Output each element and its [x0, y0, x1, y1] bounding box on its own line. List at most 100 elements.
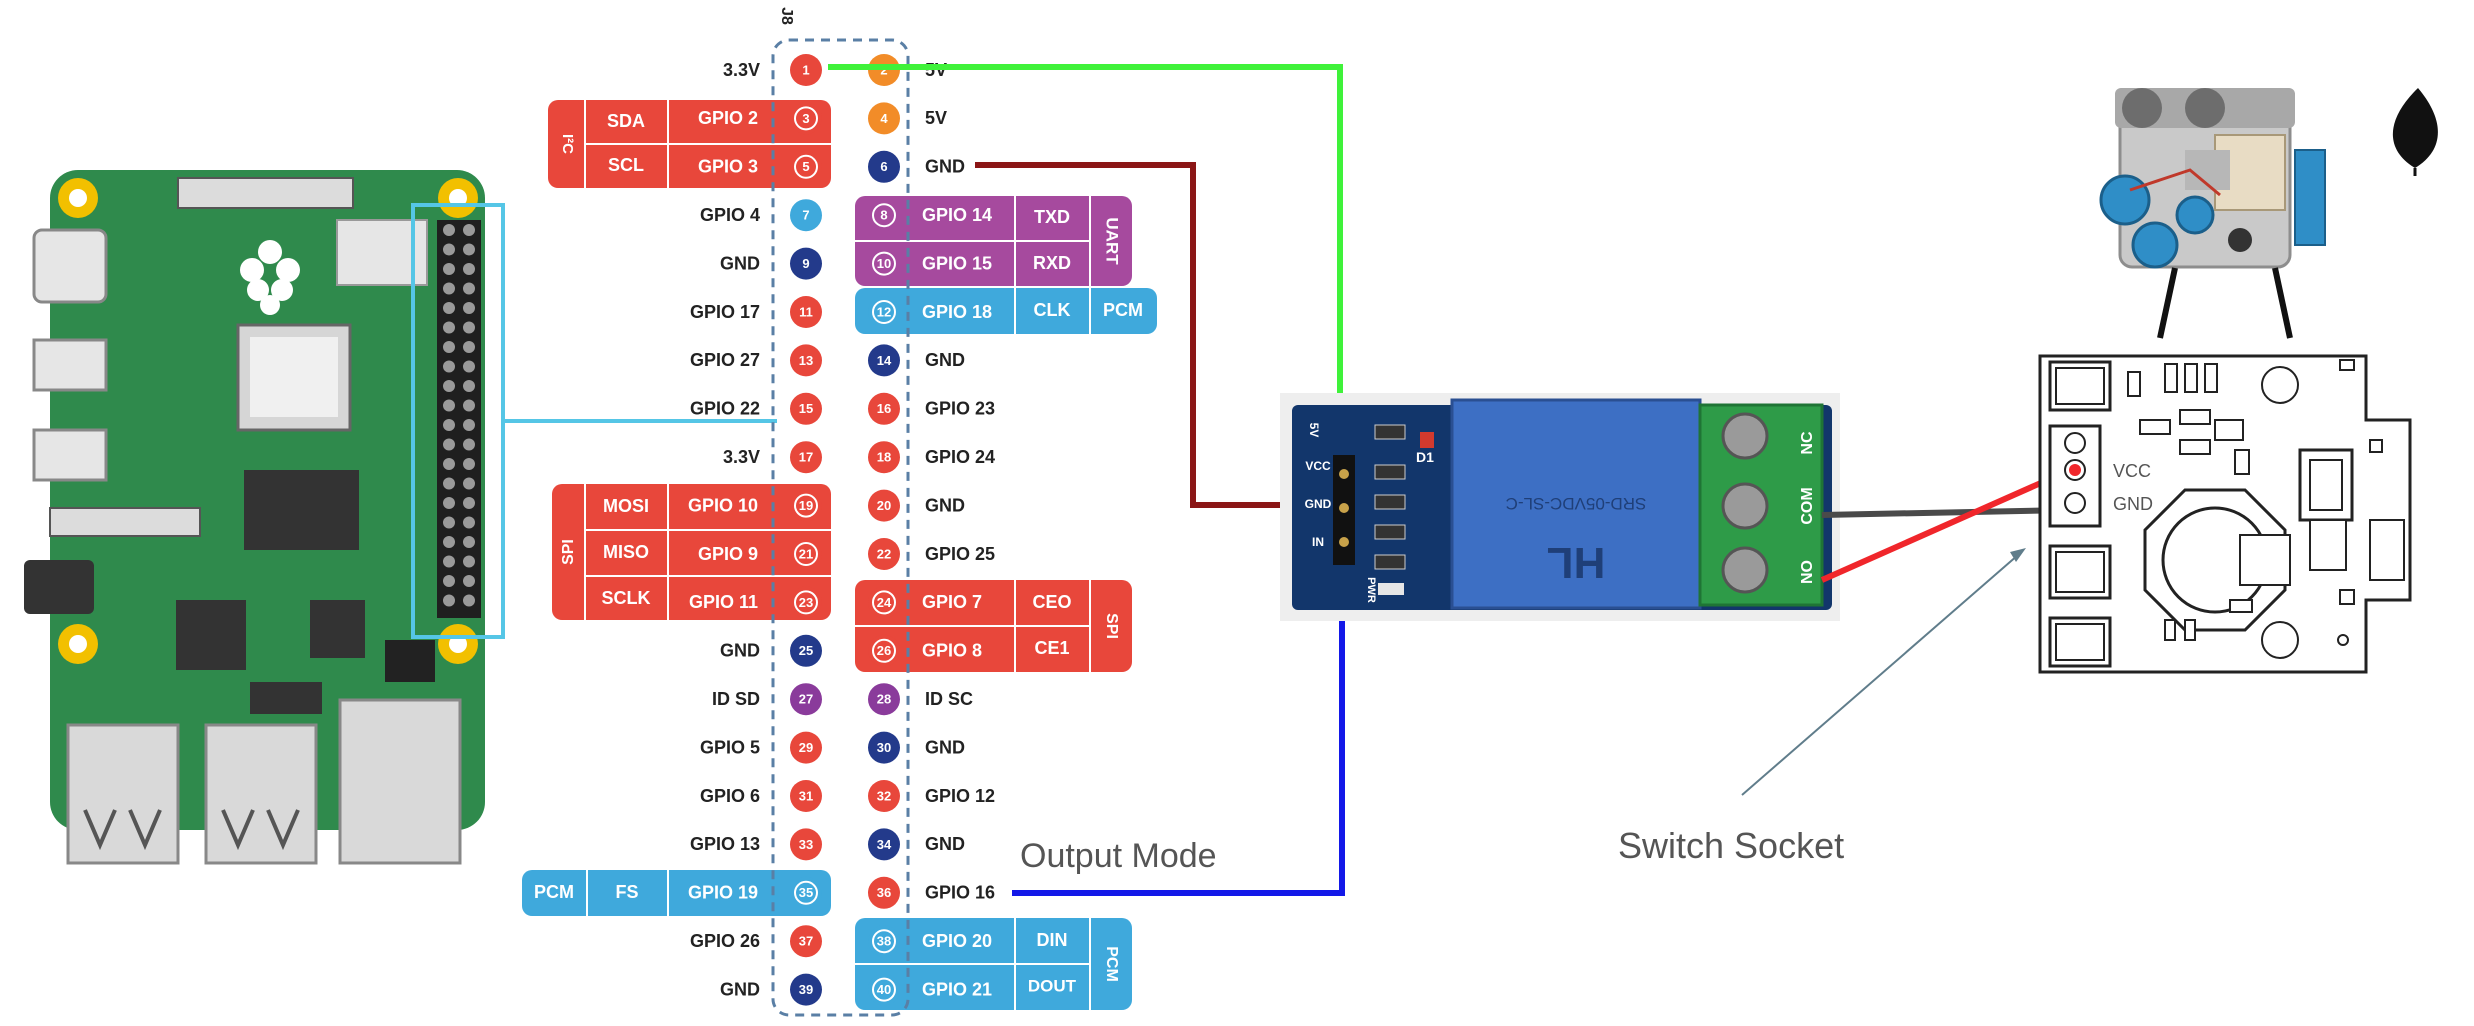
header-pin-dot [463, 497, 475, 509]
pin-number: 10 [877, 256, 891, 271]
gpio-pin-25: 25 GND [720, 634, 822, 667]
pin-label: GPIO 23 [925, 399, 995, 419]
gpio-pin-1: 13.3V [723, 54, 822, 86]
pcm-bottom-group: DIN DOUT PCM [855, 918, 1132, 1010]
gpio-pin-32: 32 GPIO 12 [868, 780, 995, 812]
pin-number: 12 [877, 304, 891, 319]
pin-number: 17 [799, 450, 813, 465]
header-pin-dot [443, 380, 455, 392]
txd-label: TXD [1034, 207, 1070, 227]
header-pin-dot [443, 263, 455, 275]
spi-right-group: CEO CE1 SPI [855, 580, 1132, 672]
pin-label: GND [925, 157, 965, 177]
header-pin-dot [463, 380, 475, 392]
ethernet-port [338, 698, 462, 865]
pin-number: 11 [799, 304, 813, 319]
pin-number: 20 [877, 498, 891, 513]
j8-header-outline [771, 38, 910, 1017]
ram-chip [244, 470, 359, 550]
pin-number: 5 [802, 159, 809, 174]
header-pin-dot [463, 419, 475, 431]
pin-number: 32 [877, 788, 891, 803]
pin-number: 22 [877, 546, 891, 561]
pin-label: GND [720, 641, 760, 661]
pin-label: GPIO 19 [688, 883, 758, 903]
pin-label: 3.3V [723, 60, 760, 80]
pin-number: 25 [799, 643, 813, 658]
ethernet-controller-chip [310, 600, 365, 658]
pin-number: 18 [877, 450, 891, 465]
pin-number: 34 [877, 837, 892, 852]
pin-label: GPIO 24 [925, 447, 995, 467]
pin-label: GPIO 11 [689, 592, 758, 612]
micro-hdmi-port [32, 428, 108, 482]
pin-number: 28 [877, 692, 891, 707]
com-wire [1821, 507, 2071, 518]
pin-label: GPIO 12 [925, 786, 995, 806]
spi-left-group: SPI MOSI MISO SCLK [552, 484, 831, 620]
pin-label: GPIO 6 [700, 786, 760, 806]
pin-label: GPIO 27 [690, 350, 760, 370]
header-pin-dot [463, 360, 475, 373]
header-pin-dot [463, 302, 475, 314]
spi-bus-label: SPI [1103, 613, 1120, 639]
pin-number: 19 [799, 498, 813, 513]
header-pin-dot [463, 263, 475, 275]
pin-number: 33 [799, 837, 813, 852]
header-pin-dot [443, 282, 455, 295]
header-pin-dot [463, 243, 475, 256]
miso-label: MISO [603, 542, 649, 562]
poe-header [385, 640, 435, 682]
header-pin-dot [443, 497, 455, 509]
pin-label: GPIO 5 [700, 737, 760, 757]
d1-label: D1 [1416, 449, 1434, 465]
header-pin-dot [443, 341, 455, 353]
header-pin-dot [443, 575, 455, 587]
raspberry-pi-board [24, 170, 777, 865]
header-pin-dot [463, 555, 475, 568]
usb-controller-chip [176, 600, 246, 670]
i2c-group: I²C SDA SCL [548, 100, 831, 188]
header-pin-dot [443, 321, 455, 334]
raspberry-logo [240, 240, 300, 315]
header-pin-dot [443, 224, 455, 236]
pwr-label: PWR [1365, 577, 1377, 603]
header-pin-dot [463, 341, 475, 353]
pin-label: GPIO 7 [922, 592, 982, 612]
audio-jack [24, 560, 94, 614]
pin-label: GPIO 13 [690, 834, 760, 854]
dout-label: DOUT [1028, 976, 1077, 995]
no-wire [1820, 467, 2072, 583]
header-pin-dot [443, 477, 455, 490]
header-pin-dot [463, 477, 475, 490]
pin-number: 37 [799, 934, 813, 949]
spi-bus-label: SPI [560, 539, 577, 565]
engine-model [2099, 88, 2326, 339]
pin-number: 30 [877, 740, 891, 755]
pin-label: ID SC [925, 689, 973, 709]
pin-label: GPIO 21 [922, 979, 992, 999]
gpio-pin-17: 173.3V [723, 441, 822, 474]
pin-number: 21 [799, 546, 813, 561]
header-pin-dot [463, 438, 475, 451]
pin-label: GPIO 22 [690, 399, 760, 419]
pcm-right-group: CLK PCM [855, 288, 1157, 334]
fs-label: FS [615, 882, 638, 902]
display-connector [177, 177, 354, 209]
header-pin-dot [443, 360, 455, 373]
pin-number: 27 [799, 692, 813, 707]
header-pin-dot [443, 438, 455, 451]
in-pin-label: IN [1312, 535, 1324, 549]
scl-label: SCL [608, 155, 644, 175]
camera-connector [49, 507, 201, 537]
